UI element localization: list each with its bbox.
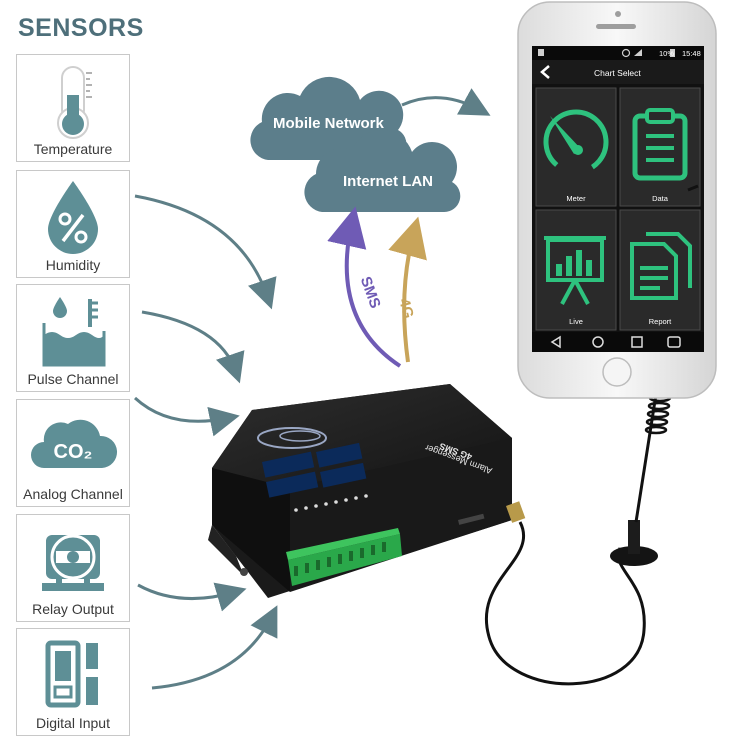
antenna-base [610, 546, 658, 566]
phone-battery-percent: 10% [659, 49, 675, 58]
antenna-cable [484, 521, 646, 686]
phone-screen-title: Chart Select [594, 68, 641, 78]
water-level-icon [17, 291, 129, 369]
thermometer-icon [17, 61, 129, 139]
internet-lan-cloud [304, 130, 461, 213]
sensor-label: Relay Output [32, 601, 114, 617]
tile-data[interactable]: Data [652, 194, 668, 203]
flow-arrow [133, 396, 240, 437]
internet-lan-label: Internet LAN [343, 173, 433, 190]
flow-arrow [151, 605, 278, 690]
relay-coil-icon [17, 521, 129, 599]
sensor-label: Digital Input [36, 715, 110, 731]
flow-arrow [137, 582, 247, 612]
lte-arrow [388, 216, 427, 363]
sensor-card-analog-channel: CO₂ Analog Channel [16, 399, 130, 507]
smartphone [517, 1, 717, 399]
tile-live[interactable]: Live [569, 317, 583, 326]
tile-meter[interactable]: Meter [566, 194, 586, 203]
sensor-card-pulse-channel: Pulse Channel [16, 284, 130, 392]
flow-arrow [134, 194, 277, 310]
svg-text:CO₂: CO₂ [54, 441, 93, 463]
humidity-drop-icon [17, 177, 129, 255]
co2-cloud-icon: CO₂ [17, 406, 129, 484]
alarm-messenger-device [208, 384, 526, 598]
sensor-card-temperature: Temperature [16, 54, 130, 162]
sensor-card-relay-output: Relay Output [16, 514, 130, 622]
gauge-icon [543, 109, 609, 175]
clipboard-icon [632, 108, 688, 181]
mobile-network-label: Mobile Network [273, 115, 384, 132]
sensor-label: Temperature [33, 141, 113, 157]
digital-switch-icon [17, 635, 129, 713]
sensor-label: Humidity [45, 257, 101, 273]
sensor-label: Analog Channel [23, 486, 123, 502]
flow-arrow [141, 310, 245, 384]
tile-report[interactable]: Report [648, 317, 672, 326]
flow-arrow [401, 88, 491, 116]
phone-clock: 15:48 [682, 49, 701, 58]
sensor-card-digital-input: Digital Input [16, 628, 130, 736]
report-pages-icon [630, 232, 692, 300]
sensor-card-humidity: Humidity [16, 170, 130, 278]
sensors-title: SENSORS [18, 14, 144, 42]
sensor-label: Pulse Channel [27, 371, 119, 387]
presentation-chart-icon [544, 236, 606, 305]
sms-arrow [327, 206, 402, 368]
